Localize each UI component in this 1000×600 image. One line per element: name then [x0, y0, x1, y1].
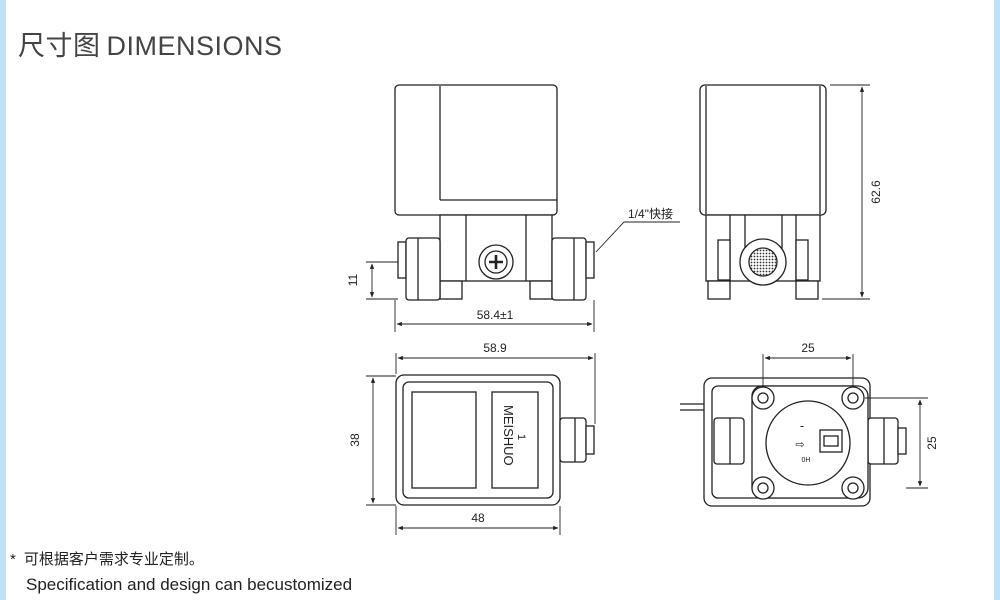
front-leg-right	[529, 280, 553, 300]
arrow-icon: ⇨	[795, 438, 804, 451]
side-leg-left	[707, 280, 731, 300]
front-fitting-right	[551, 237, 587, 301]
corner-hole-bl	[757, 482, 769, 494]
dim-label-38: 38	[348, 433, 362, 447]
minus-mark: -	[800, 418, 804, 433]
side-port-mesh	[748, 247, 778, 277]
dim-label-589: 58.9	[483, 341, 507, 355]
dim-label-48: 48	[471, 511, 485, 525]
corner-hole-tr	[847, 392, 859, 404]
bottom-fitting-left	[713, 417, 745, 465]
top-dimensions	[366, 353, 596, 535]
top-window	[411, 391, 477, 489]
front-fitting-right-cap	[585, 241, 595, 279]
front-dimensions	[366, 221, 680, 332]
front-fitting-left-cap	[397, 241, 407, 279]
side-leg-right	[795, 280, 819, 300]
note-english: Specification and design can becustomize…	[26, 575, 353, 594]
dim-label-25-v: 25	[925, 436, 939, 450]
note-chinese: * 可根据客户需求专业定制。	[10, 548, 204, 569]
top-label-plate	[491, 391, 539, 489]
bottom-center-disc	[765, 400, 851, 486]
side-fitting-left	[717, 239, 731, 281]
note-star: *	[10, 551, 16, 568]
side-coil-body	[699, 84, 827, 216]
brand-label: MEISHUO	[501, 405, 516, 466]
front-view	[394, 84, 595, 301]
front-coil-body	[394, 84, 558, 216]
bottom-dimensions	[762, 354, 928, 489]
top-fitting	[559, 417, 587, 463]
top-view	[395, 374, 595, 506]
bottom-fitting-right	[867, 417, 899, 465]
title-english: DIMENSIONS	[106, 31, 283, 61]
side-fitting-right	[795, 239, 809, 281]
corner-hole-tl	[757, 392, 769, 404]
dim-label-25-h: 25	[801, 341, 815, 355]
note-chinese-text: 可根据客户需求专业定制。	[23, 551, 204, 568]
front-fitting-left	[405, 237, 441, 301]
right-edge-strip	[994, 0, 1000, 600]
bottom-fitting-right-cap	[897, 427, 907, 455]
model-label: 1	[515, 434, 527, 440]
fitting-label: 1/4"快接	[628, 206, 673, 221]
bottom-view	[680, 377, 907, 507]
dim-label-626: 62.6	[869, 180, 883, 204]
side-dimensions	[822, 84, 870, 300]
left-edge-strip	[0, 0, 6, 600]
top-fitting-cap	[585, 425, 595, 455]
corner-hole-br	[847, 482, 859, 494]
side-view	[699, 84, 827, 300]
port-code: 0H	[802, 457, 811, 464]
bottom-center-tab-inner	[823, 435, 839, 447]
fitting-leader-line	[595, 221, 680, 253]
front-screw-cross-icon	[489, 255, 503, 269]
dim-label-11: 11	[346, 273, 360, 286]
dim-label-584: 58.4±1	[477, 308, 514, 322]
front-leg-left	[439, 280, 463, 300]
title-chinese: 尺寸图	[18, 31, 101, 61]
